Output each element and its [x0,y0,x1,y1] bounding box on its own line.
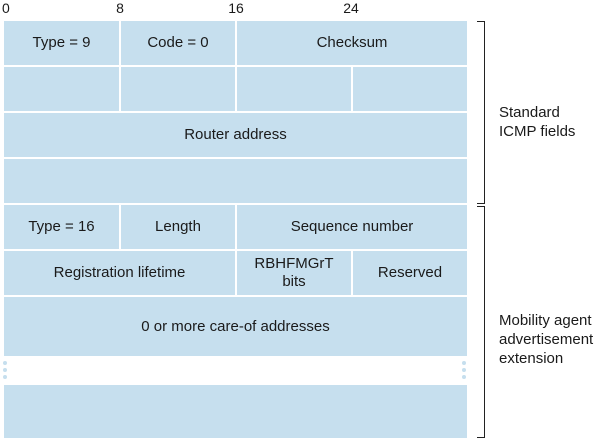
reserved-field: Reserved [353,251,467,295]
bit-label-0: 0 [2,0,10,16]
mobility-extension-label: Mobility agent advertisement extension [499,312,594,367]
empty-field-2 [121,67,235,111]
standard-fields-bracket [477,21,485,204]
bit-label-16: 16 [228,0,244,16]
standard-fields-label: Standard ICMP fields [499,104,576,140]
continuation-dots-right [462,361,466,382]
icmp-code-field: Code = 0 [121,21,235,65]
bit-label-8: 8 [116,0,124,16]
flag-bits-field: RBHFMGrT bits [237,251,351,295]
extension-type-field: Type = 16 [4,205,119,249]
checksum-field: Checksum [237,21,467,65]
empty-field-3 [237,67,351,111]
flag-bits-label: RBHFMGrT [254,255,334,272]
flag-bits-suffix: bits [282,273,306,290]
care-of-addresses-field: 0 or more care-of addresses [4,297,467,356]
bit-label-24: 24 [343,0,359,16]
sequence-number-field: Sequence number [237,205,467,249]
empty-full-field [4,159,467,203]
additional-addresses-field [4,385,467,438]
router-address-field: Router address [4,113,467,157]
extension-bracket [477,206,485,438]
empty-field-4 [353,67,467,111]
registration-lifetime-field: Registration lifetime [4,251,235,295]
continuation-dots-left [3,361,7,382]
icmp-type-field: Type = 9 [4,21,119,65]
length-field: Length [121,205,235,249]
empty-field-1 [4,67,119,111]
